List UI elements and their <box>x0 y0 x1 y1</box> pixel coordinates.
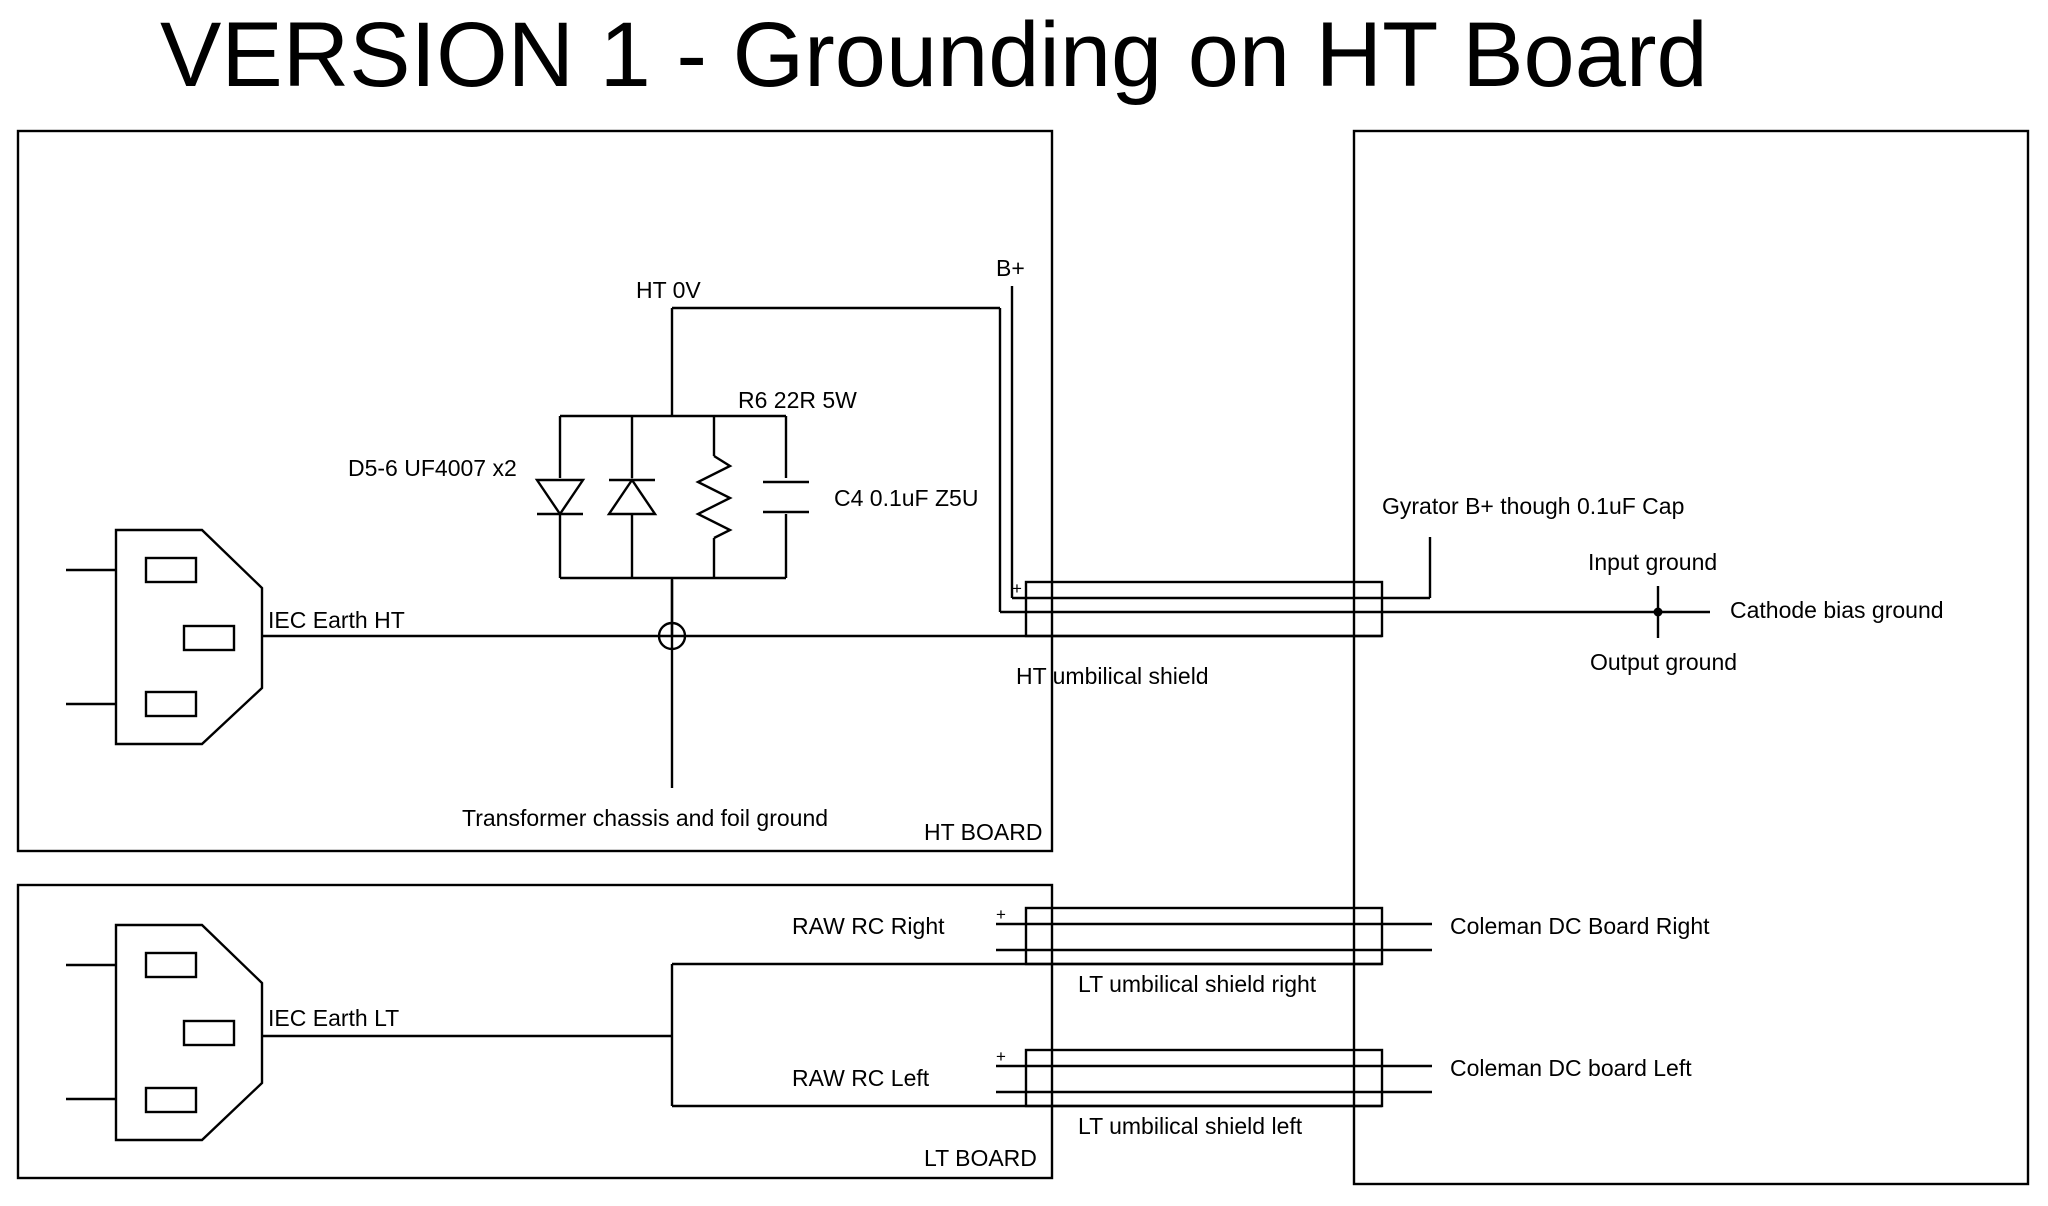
label-lt-shield-right: LT umbilical shield right <box>1078 971 1317 997</box>
lt-right-polarity-mark: + <box>996 905 1006 924</box>
resistor-r6 <box>695 454 733 540</box>
label-iec-earth-lt: IEC Earth LT <box>268 1005 399 1031</box>
label-raw-rc-left: RAW RC Left <box>792 1065 930 1091</box>
label-lt-board: LT BOARD <box>924 1145 1037 1171</box>
ht-board-outline <box>16 129 1054 853</box>
label-iec-earth-ht: IEC Earth HT <box>268 607 405 633</box>
lt-board-outline <box>16 883 1054 1180</box>
diagram-title: VERSION 1 - Grounding on HT Board <box>160 4 1708 106</box>
protection-network <box>558 414 788 636</box>
diode-d6 <box>606 477 658 516</box>
label-ht-umbilical-shield: HT umbilical shield <box>1016 663 1209 689</box>
label-coleman-left: Coleman DC board Left <box>1450 1055 1692 1081</box>
iec-connector-ht <box>66 528 264 746</box>
lt-umbilical-left <box>996 1048 1432 1108</box>
label-input-ground: Input ground <box>1588 549 1717 575</box>
iec-connector-lt <box>66 923 264 1142</box>
label-r6: R6 22R 5W <box>738 387 857 413</box>
label-lt-shield-left: LT umbilical shield left <box>1078 1113 1303 1139</box>
label-ht-board: HT BOARD <box>924 819 1042 845</box>
ht-umbilical-shield <box>1024 580 1384 638</box>
label-raw-rc-right: RAW RC Right <box>792 913 945 939</box>
capacitor-c4 <box>763 478 809 514</box>
amp-board-outline <box>1352 129 2030 1186</box>
label-gyrator: Gyrator B+ though 0.1uF Cap <box>1382 493 1684 519</box>
diode-d5 <box>534 478 586 517</box>
label-ht-0v: HT 0V <box>636 277 701 303</box>
lt-umbilical-right <box>996 906 1432 966</box>
lt-left-polarity-mark: + <box>996 1047 1006 1066</box>
amp-ground-star <box>1653 586 1710 638</box>
label-transformer-ground: Transformer chassis and foil ground <box>462 805 828 831</box>
label-d5-6: D5-6 UF4007 x2 <box>348 455 517 481</box>
label-cathode-bias-ground: Cathode bias ground <box>1730 597 1944 623</box>
label-coleman-right: Coleman DC Board Right <box>1450 913 1710 939</box>
label-b-plus: B+ <box>996 255 1025 281</box>
label-output-ground: Output ground <box>1590 649 1737 675</box>
b-plus-polarity-mark: + <box>1012 579 1022 598</box>
label-c4: C4 0.1uF Z5U <box>834 485 978 511</box>
